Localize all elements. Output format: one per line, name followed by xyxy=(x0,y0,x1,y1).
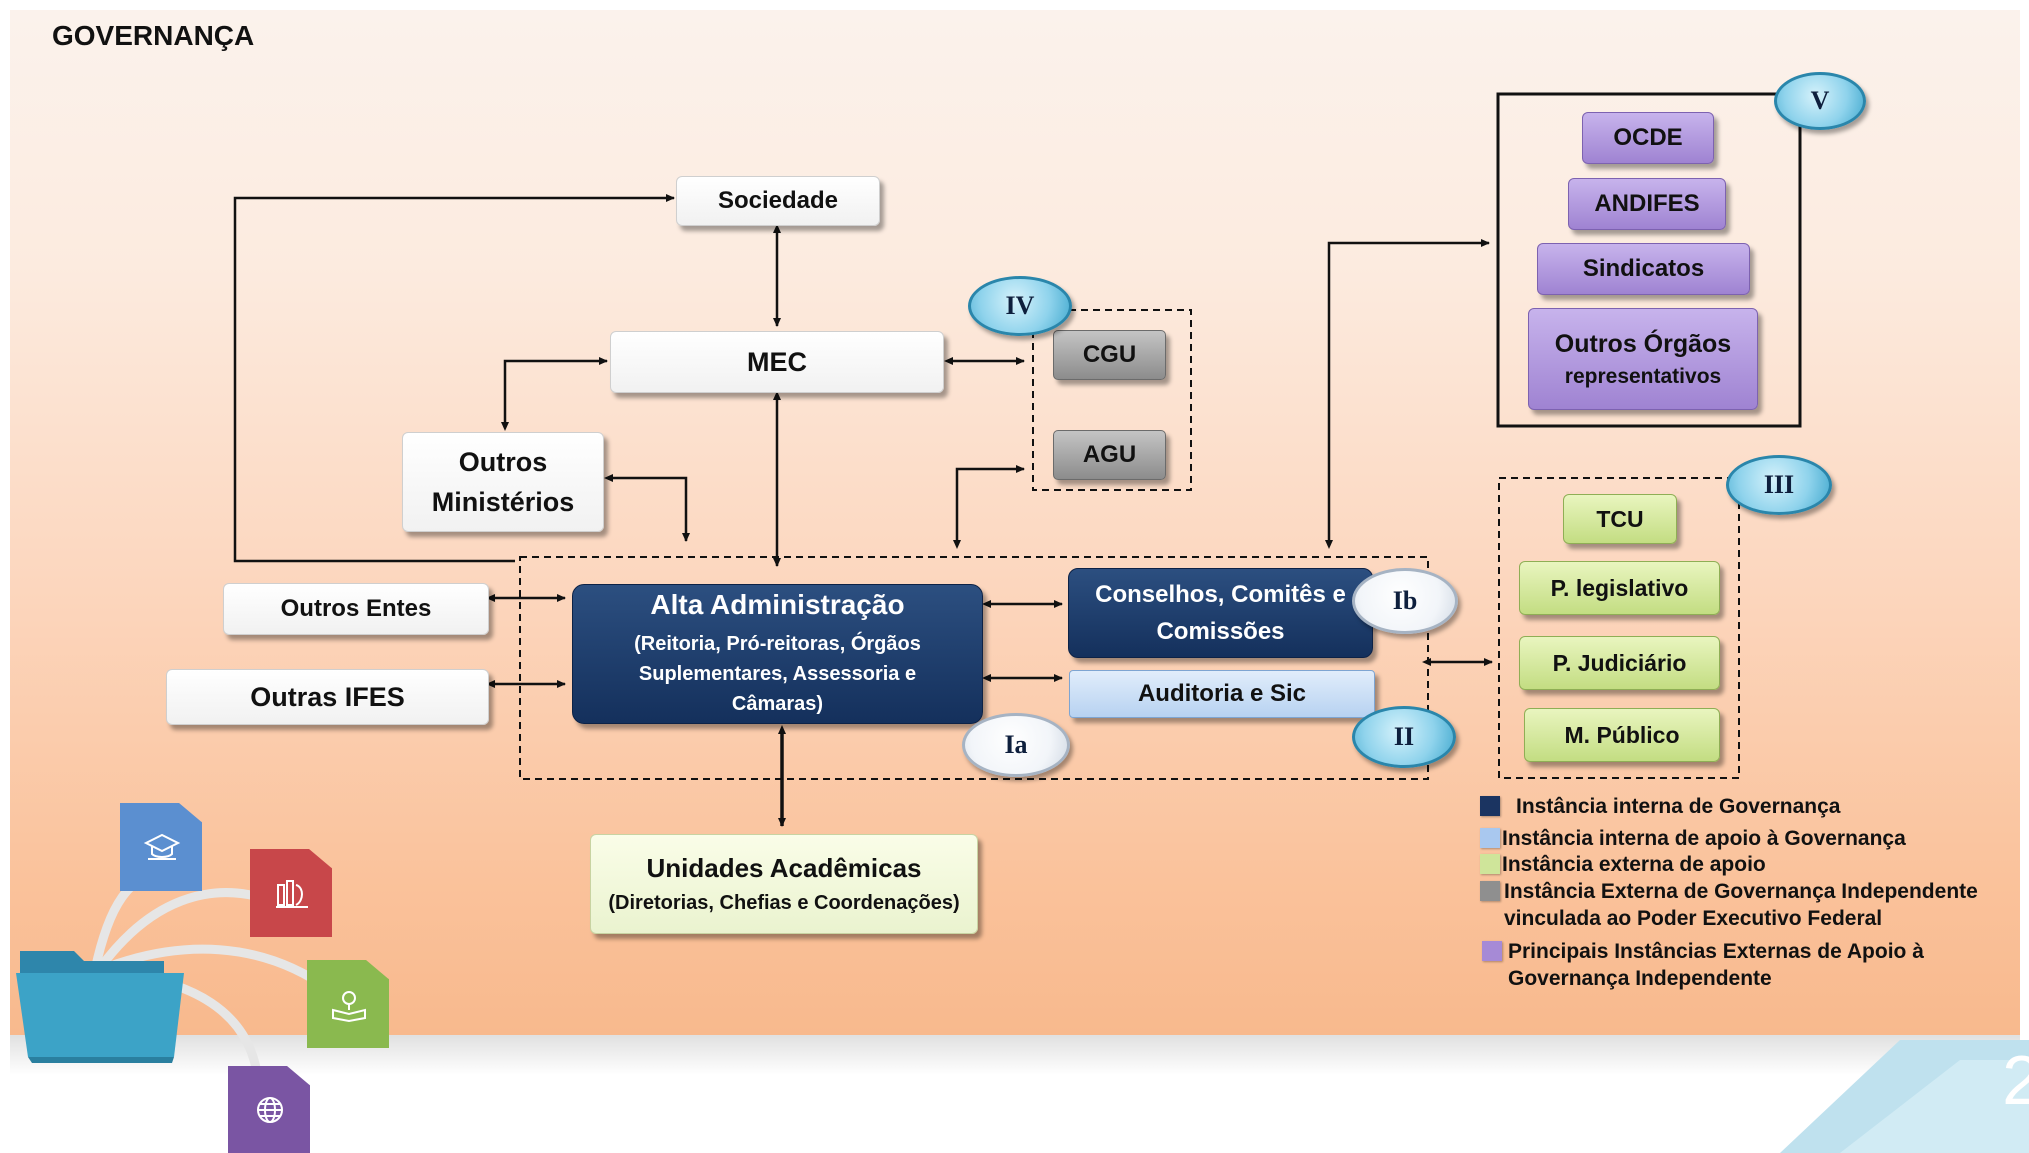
badge-ib: Ib xyxy=(1352,568,1458,634)
legend-label: Instância externa de apoio xyxy=(1502,853,1766,876)
legend-item: Instância externa de apoio xyxy=(1480,851,1766,878)
p-legislativo-box: P. legislativo xyxy=(1519,561,1720,615)
organs-frame xyxy=(1496,92,1802,428)
cgu-agu-frame xyxy=(1032,309,1192,491)
slide-number: 2 xyxy=(2002,1041,2029,1119)
legend-label: Instância interna de apoio à Governança xyxy=(1502,827,1906,850)
legend-swatch xyxy=(1480,854,1500,874)
internal-frame xyxy=(519,556,1429,780)
unidades-academicas-subtitle: (Diretorias, Chefias e Coordenações) xyxy=(608,892,960,914)
legend-item: Instância interna de apoio à Governança xyxy=(1480,825,1906,852)
badge-v: V xyxy=(1774,72,1866,130)
outras-ifes-box: Outras IFES xyxy=(166,669,489,725)
graduation-icon xyxy=(143,833,181,860)
cgu-box: CGU xyxy=(1053,330,1166,380)
outros-orgaos-title: Outros Órgãos xyxy=(1554,329,1732,358)
alta-administracao-subtitle: (Reitoria, Pró-reitoras, Órgãos Suplemen… xyxy=(634,633,921,715)
legend-swatch xyxy=(1482,941,1502,961)
outros-orgaos-subtitle: representativos xyxy=(1564,364,1722,388)
outros-entes-box: Outros Entes xyxy=(223,583,489,635)
auditoria-box: Auditoria e Sic xyxy=(1069,670,1375,718)
book-icon xyxy=(332,991,366,1022)
badge-ia: Ia xyxy=(962,713,1070,777)
file-library xyxy=(250,849,332,937)
outros-entes-label: Outros Entes xyxy=(280,595,432,622)
badge-iii: III xyxy=(1726,455,1832,515)
mec-box: MEC xyxy=(610,331,944,393)
badge-iv: IV xyxy=(968,276,1072,336)
cgu-label: CGU xyxy=(1082,341,1137,368)
andifes-label: ANDIFES xyxy=(1594,190,1700,217)
conselhos-label: Conselhos, Comitês e Comissões xyxy=(1095,581,1346,645)
legend-item: Principais Instâncias Externas de Apoio … xyxy=(1482,938,1978,992)
andifes-box: ANDIFES xyxy=(1568,178,1726,230)
p-judiciario-box: P. Judiciário xyxy=(1519,636,1720,690)
file-graduation xyxy=(120,803,202,891)
legend-item: Instância interna de Governança xyxy=(1480,793,1840,820)
tcu-box: TCU xyxy=(1563,494,1677,544)
outros-orgaos-box: Outros Órgãos representativos xyxy=(1528,308,1758,410)
outros-ministerios-box: Outros Ministérios xyxy=(402,432,604,532)
outras-ifes-label: Outras IFES xyxy=(250,681,405,712)
ocde-box: OCDE xyxy=(1582,112,1714,164)
ocde-label: OCDE xyxy=(1613,124,1683,151)
legend-label: Instância Externa de Governança Independ… xyxy=(1504,880,1978,930)
p-legislativo-label: P. legislativo xyxy=(1550,574,1689,601)
library-icon xyxy=(276,880,308,908)
conselhos-box: Conselhos, Comitês e Comissões xyxy=(1068,568,1373,658)
unidades-academicas-box: Unidades Acadêmicas (Diretorias, Chefias… xyxy=(590,834,978,934)
agu-label: AGU xyxy=(1082,441,1137,468)
legend-swatch xyxy=(1480,796,1500,816)
alta-administracao-box: Alta Administração (Reitoria, Pró-reitor… xyxy=(572,584,983,724)
m-publico-box: M. Público xyxy=(1524,708,1720,762)
page-title: GOVERNANÇA xyxy=(52,20,255,51)
globe-icon xyxy=(257,1097,283,1123)
alta-administracao-title: Alta Administração xyxy=(650,589,905,620)
badge-ii: II xyxy=(1352,706,1456,768)
outros-ministerios-label: Outros Ministérios xyxy=(431,447,575,517)
legend-item: Instância Externa de Governança Independ… xyxy=(1480,878,2004,932)
unidades-academicas-title: Unidades Acadêmicas xyxy=(646,853,922,883)
legend-label: Principais Instâncias Externas de Apoio … xyxy=(1508,940,1924,990)
folder-icon xyxy=(16,951,184,1063)
sociedade-label: Sociedade xyxy=(717,187,839,214)
auditoria-label: Auditoria e Sic xyxy=(1137,680,1307,707)
p-judiciario-label: P. Judiciário xyxy=(1552,649,1687,676)
tcu-label: TCU xyxy=(1596,505,1644,532)
legend-swatch xyxy=(1480,828,1500,848)
file-globe xyxy=(228,1066,310,1153)
sindicatos-label: Sindicatos xyxy=(1582,255,1705,282)
file-book xyxy=(307,960,389,1048)
external-frame xyxy=(1498,477,1740,779)
mec-label: MEC xyxy=(747,346,807,377)
agu-box: AGU xyxy=(1053,430,1166,480)
legend-swatch xyxy=(1480,881,1500,901)
sociedade-box: Sociedade xyxy=(676,176,880,226)
legend-label: Instância interna de Governança xyxy=(1516,795,1841,818)
m-publico-label: M. Público xyxy=(1564,721,1680,748)
sindicatos-box: Sindicatos xyxy=(1537,243,1750,295)
